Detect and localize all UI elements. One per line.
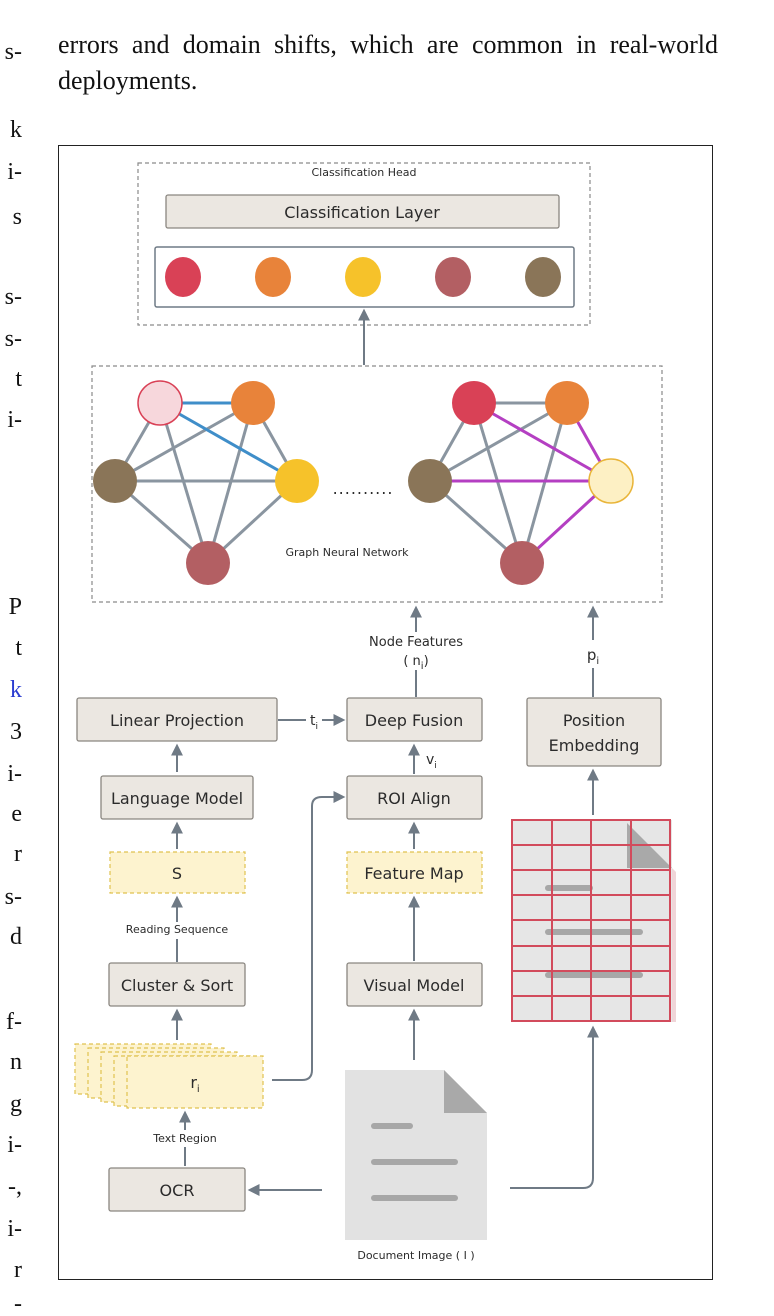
- v-label: vi: [426, 752, 437, 771]
- left-column-fragment: s-: [4, 285, 22, 309]
- left-column-fragment-link[interactable]: k: [10, 678, 22, 702]
- left-column-fragment: s-: [4, 885, 22, 909]
- ocr-box[interactable]: [108, 1167, 246, 1212]
- position-grid: [511, 819, 676, 1022]
- classification-layer-box: [165, 194, 560, 229]
- right-graph-nodes: [408, 381, 634, 585]
- left-column-fragment: i-: [7, 408, 22, 432]
- p-label: pi: [587, 646, 599, 667]
- left-column-fragment: s: [12, 205, 22, 229]
- linear-projection-box[interactable]: [76, 697, 278, 742]
- s-label: S: [172, 864, 182, 883]
- language-model-box[interactable]: [100, 775, 254, 820]
- arrow-regions-to-roi: [272, 791, 346, 1081]
- left-column-fragment: f-: [6, 1010, 22, 1034]
- left-column-fragment: g: [10, 1092, 22, 1116]
- visual-model-box[interactable]: [346, 962, 483, 1007]
- visual-model-label: Visual Model: [364, 976, 465, 995]
- document-image-icon: [345, 1070, 487, 1240]
- position-embedding-label-2: Embedding: [549, 736, 640, 755]
- s-box: [109, 851, 246, 894]
- graph-node: [408, 459, 452, 503]
- class-node-yellow: [345, 257, 381, 297]
- gnn-label: Graph Neural Network: [286, 546, 410, 559]
- deep-fusion-box[interactable]: [346, 697, 483, 742]
- roi-align-label: ROI Align: [377, 789, 451, 808]
- deep-fusion-label: Deep Fusion: [365, 711, 463, 730]
- node-features-symbol: ( ni): [403, 654, 428, 672]
- roi-align-box[interactable]: [346, 775, 483, 820]
- document-image-label: Document Image ( I ): [357, 1249, 474, 1262]
- class-node-brown: [525, 257, 561, 297]
- left-column-fragment: -,: [8, 1175, 22, 1199]
- left-column-fragment: s-: [4, 40, 22, 64]
- left-column-fragment: t: [15, 367, 22, 391]
- left-column-fragment: i-: [7, 1133, 22, 1157]
- left-column-fragment: 3: [10, 720, 22, 744]
- graph-node: [93, 459, 137, 503]
- graph-node: [231, 381, 275, 425]
- arrow-doc-to-grid: [510, 1025, 599, 1189]
- left-column-fragment: t: [15, 636, 22, 660]
- left-column-fragment: d: [10, 925, 22, 949]
- text-region-label: Text Region: [152, 1132, 216, 1145]
- left-column-fragment: k: [10, 118, 22, 142]
- left-graph-edges: [113, 401, 299, 565]
- graph-node: [186, 541, 230, 585]
- position-embedding-label-1: Position: [563, 711, 625, 730]
- reading-sequence-label: Reading Sequence: [126, 923, 229, 936]
- left-column-fragment: e: [11, 802, 22, 826]
- intro-paragraph: errors and domain shifts, which are comm…: [58, 30, 718, 95]
- graph-node: [545, 381, 589, 425]
- language-model-label: Language Model: [111, 789, 243, 808]
- left-column-fragment: n: [10, 1050, 22, 1074]
- right-graph-edges: [428, 401, 613, 565]
- t-label: ti: [310, 713, 318, 732]
- gnn-ellipsis: ..........: [333, 479, 394, 498]
- feature-map-label: Feature Map: [364, 864, 463, 883]
- feature-map-box: [346, 851, 483, 894]
- left-column-fragment: P: [8, 595, 22, 619]
- graph-node: [500, 541, 544, 585]
- graph-node: [588, 458, 634, 504]
- class-node-orange: [255, 257, 291, 297]
- class-node-mauve: [435, 257, 471, 297]
- r-label: ri: [190, 1073, 199, 1095]
- classification-layer-label: Classification Layer: [284, 203, 440, 222]
- left-column-fragment: -: [14, 1292, 22, 1316]
- left-graph-nodes: [93, 380, 319, 585]
- cluster-sort-label: Cluster & Sort: [121, 976, 233, 995]
- left-column-fragment: i-: [7, 762, 22, 786]
- class-node-red: [165, 257, 201, 297]
- left-column-fragment: r: [14, 842, 22, 866]
- classification-head-title: Classification Head: [311, 166, 416, 179]
- position-embedding-box[interactable]: [526, 697, 662, 767]
- left-column-fragment: i-: [7, 160, 22, 184]
- figure-frame: [58, 145, 713, 1280]
- left-column-fragment: s-: [4, 327, 22, 351]
- graph-node: [452, 381, 496, 425]
- text-region-card-front: [126, 1055, 264, 1109]
- linear-projection-label: Linear Projection: [110, 711, 244, 730]
- node-features-label: Node Features: [369, 635, 463, 650]
- graph-node: [275, 459, 319, 503]
- ocr-label: OCR: [160, 1181, 195, 1200]
- left-column-fragment: i-: [7, 1217, 22, 1241]
- cluster-sort-box[interactable]: [108, 962, 246, 1007]
- left-column-fragment: r: [14, 1258, 22, 1282]
- graph-node: [137, 380, 183, 426]
- gnn-group: [91, 365, 663, 603]
